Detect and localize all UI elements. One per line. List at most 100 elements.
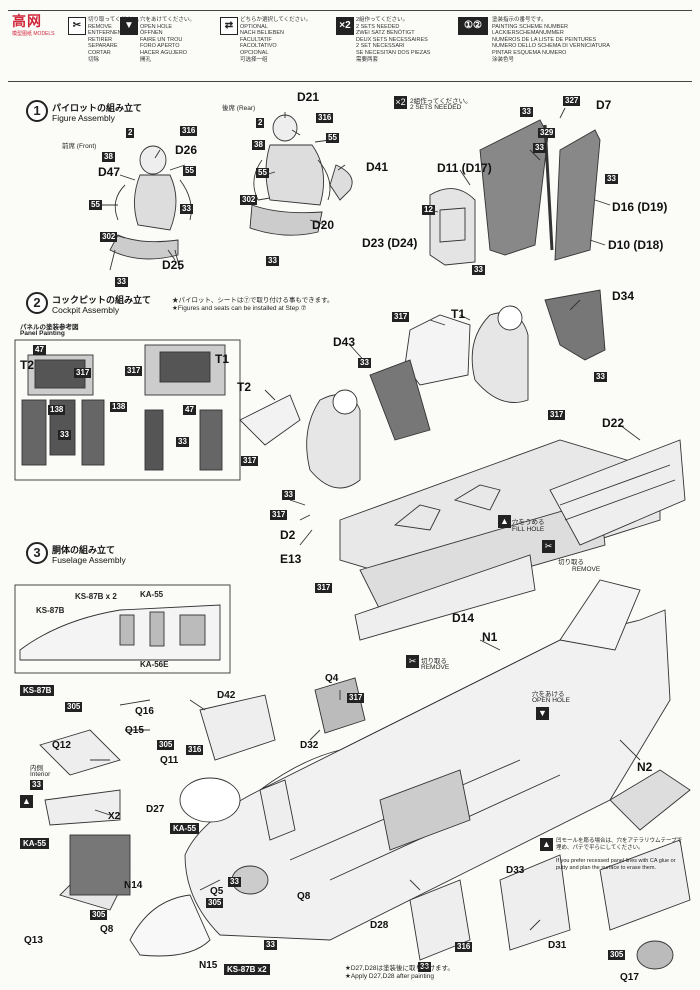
part-d41: D41 (366, 160, 389, 174)
part-n2: N2 (637, 760, 653, 774)
fill-hole-icon: ▲ (20, 795, 33, 808)
step-2-title-jp: コックピットの組み立て (52, 295, 152, 305)
recessed-note-en: If you prefer recessed panel lines with … (556, 858, 676, 871)
tag-ks87b-x2: KS-87B x2 (224, 964, 270, 975)
watermark-subtitle: 模型图纸 MODELS (12, 31, 55, 37)
interior-jp: 内側 (30, 765, 43, 772)
step-2-note-jp: ★パイロット、シートは⑦で取り付ける事もできます。 (172, 297, 334, 304)
part-d21: D21 (297, 90, 320, 104)
two-sets-jp: 2組作ってください。 (410, 98, 472, 105)
paint-317: 317 (125, 366, 143, 376)
fill-hole-en: FILL HOLE (512, 526, 545, 533)
step-2-number: 2 (26, 292, 48, 314)
paint-138: 138 (110, 402, 128, 412)
paint-316: 316 (186, 745, 204, 755)
paint-33: 33 (520, 107, 533, 117)
paint-47: 47 (183, 405, 196, 415)
paint-329: 329 (538, 128, 556, 138)
remove-jp: 切り取る (558, 559, 584, 566)
part-q11: Q11 (160, 755, 179, 766)
step-3-title-jp: 胴体の組み立て (52, 545, 116, 555)
paint-317: 317 (548, 410, 566, 420)
paint-33: 33 (264, 940, 277, 950)
rear-seat-label: 後席 (Rear) (222, 105, 256, 112)
paint-317: 317 (347, 693, 365, 703)
part-d32: D32 (300, 740, 319, 751)
part-n15: N15 (199, 960, 218, 971)
tag-ka55-b: KA-55 (20, 838, 50, 849)
part-d33: D33 (506, 865, 525, 876)
open-hole-en: OPEN HOLE (532, 697, 570, 704)
tag-ka55: KA-55 (170, 823, 200, 834)
part-d26: D26 (175, 143, 198, 157)
paint-33: 33 (30, 780, 43, 790)
paint-33: 33 (228, 877, 241, 887)
remove-en: REMOVE (572, 566, 601, 573)
part-d11-d17: D11 (D17) (437, 161, 492, 175)
part-e13: E13 (280, 552, 302, 566)
watermark-logo: 高网 (12, 14, 42, 30)
part-d43: D43 (333, 335, 356, 349)
part-d10-d18: D10 (D18) (608, 238, 664, 252)
part-q12: Q12 (52, 740, 71, 751)
paint-55: 55 (326, 133, 339, 143)
open-hole-jp: 穴をあける (532, 691, 565, 698)
paint-316: 316 (316, 113, 334, 123)
part-q17: Q17 (620, 972, 639, 983)
part-d34: D34 (612, 289, 635, 303)
paint-47: 47 (33, 345, 46, 355)
panel-painting-en: Panel Painting (20, 330, 65, 337)
scissors-icon: ✂ (406, 655, 419, 668)
part-d2: D2 (280, 528, 296, 542)
part-n1: N1 (482, 630, 498, 644)
paint-55: 55 (256, 168, 269, 178)
paint-317: 317 (315, 583, 333, 593)
paint-33: 33 (418, 962, 431, 972)
part-x2: X2 (108, 811, 121, 822)
step-1-number: 1 (26, 100, 48, 122)
front-seat-label: 前席 (Front) (62, 143, 97, 150)
paint-33: 33 (180, 204, 193, 214)
step-3-number: 3 (26, 542, 48, 564)
step-2-note-en: ★Figures and seats can be installed at S… (172, 305, 307, 312)
paint-33: 33 (358, 358, 371, 368)
part-q16: Q16 (135, 706, 154, 717)
paint-38: 38 (252, 140, 265, 150)
part-d14: D14 (452, 611, 475, 625)
part-t1: T1 (215, 352, 230, 366)
paint-33: 33 (594, 372, 607, 382)
part-q5: Q5 (210, 886, 224, 897)
tag-ks87b: KS-87B (20, 685, 55, 696)
paint-317: 317 (270, 510, 288, 520)
drill-hole-icon: ▼ (120, 17, 138, 35)
paint-305: 305 (157, 740, 175, 750)
paint-316: 316 (455, 942, 473, 952)
part-q13: Q13 (24, 935, 43, 946)
inset-ks87b: KS-87B (36, 606, 65, 615)
paint-305: 305 (65, 702, 83, 712)
paint-33: 33 (605, 174, 618, 184)
part-q8b: Q8 (297, 891, 311, 902)
paint-33: 33 (533, 143, 546, 153)
paint-138: 138 (48, 405, 66, 415)
paint-33: 33 (58, 430, 71, 440)
part-t1b: T1 (451, 307, 466, 321)
two-sets-en: 2 SETS NEEDED (410, 104, 462, 111)
paint-number-icon: ①② (458, 17, 488, 35)
step-3-title-en: Fuselage Assembly (52, 555, 126, 565)
step-2-title-en: Cockpit Assembly (52, 305, 120, 315)
fill-hole-jp: 穴をうめる (512, 519, 545, 526)
paint-327: 327 (563, 96, 581, 106)
inset-ka55: KA-55 (140, 590, 164, 599)
x2-icon: ×2 (394, 96, 407, 109)
panel-painting-jp: パネルの塗装参考図 (20, 324, 79, 331)
part-d42: D42 (217, 690, 236, 701)
d27-note-en: ★Apply D27,D28 after painting (345, 973, 434, 980)
paint-33: 33 (266, 256, 279, 266)
paint-317: 317 (392, 312, 410, 322)
